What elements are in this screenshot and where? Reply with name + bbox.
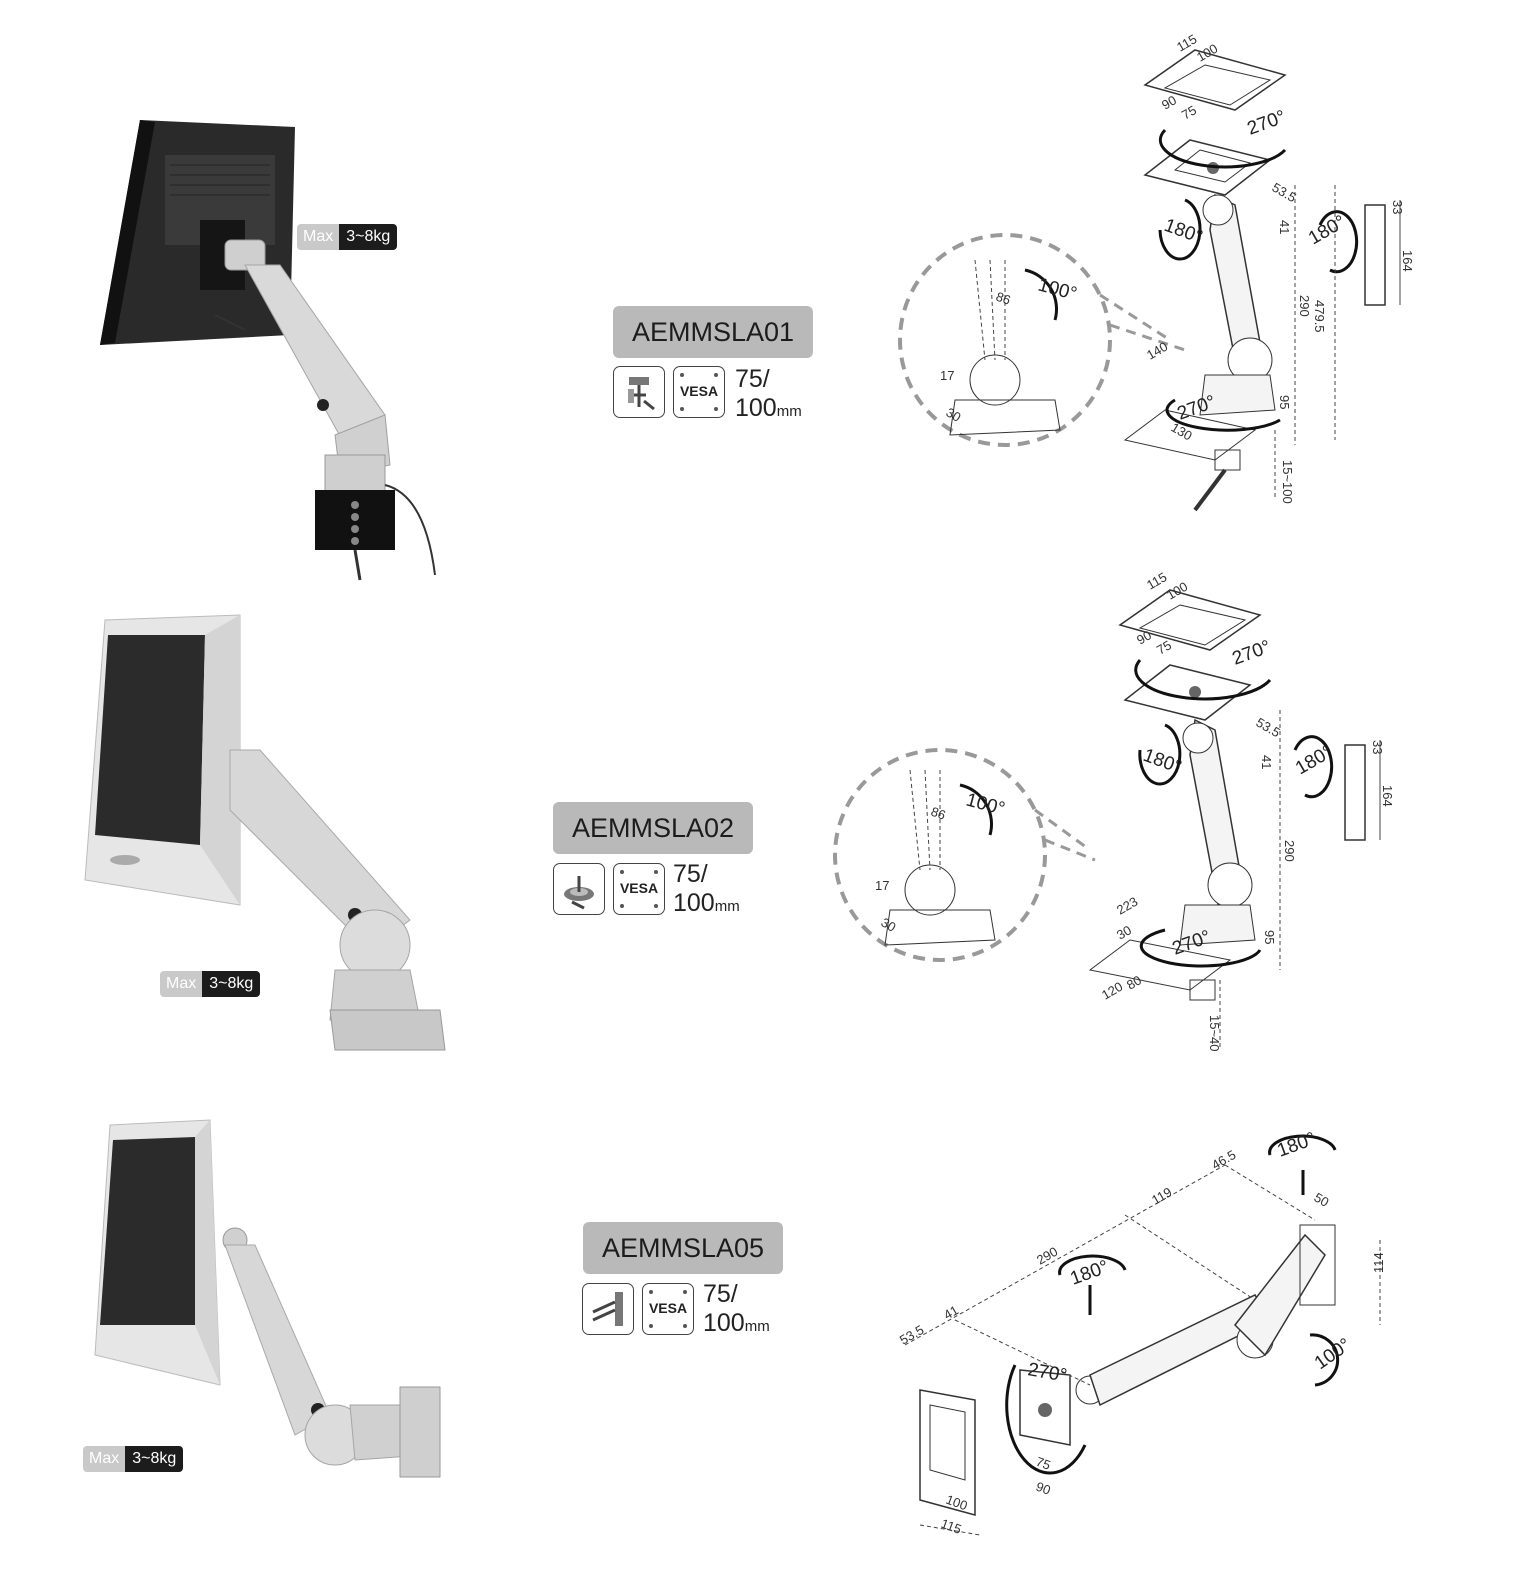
- load-range: 3~8kg: [125, 1446, 184, 1472]
- vesa-icon: VESA: [673, 366, 725, 418]
- dim-label: 30: [944, 405, 964, 425]
- dim-label: 290: [1034, 1244, 1060, 1268]
- technical-drawing-aemmsla05: 180° 180° 100° 270° 46.5 119 290 41 53.5…: [895, 1125, 1395, 1555]
- dim-label: 95: [1277, 395, 1292, 409]
- vesa-label: VESA: [648, 1300, 688, 1316]
- dim-label: 90: [1159, 92, 1179, 112]
- dim-label: 119: [1149, 1184, 1174, 1207]
- dim-label: 75: [1034, 1454, 1053, 1473]
- dim-label: 41: [941, 1302, 961, 1322]
- dim-label: 30: [879, 915, 899, 935]
- dim-label: 53.5: [897, 1322, 926, 1348]
- vesa-icon: VESA: [642, 1283, 694, 1335]
- dim-label: 33: [1370, 740, 1385, 754]
- vesa-label: VESA: [619, 880, 659, 896]
- vesa-icon: VESA: [613, 863, 665, 915]
- base-rotation-label: 270°: [1175, 392, 1219, 425]
- model-label-aemmsla02: AEMMSLA02: [553, 802, 753, 854]
- dim-label: 290: [1282, 840, 1297, 862]
- max-label: Max: [83, 1446, 126, 1472]
- vesa-sizes-2: 100: [673, 889, 715, 917]
- max-load-badge: Max 3~8kg: [160, 971, 261, 997]
- product-photo-aemmsla01: [85, 115, 455, 595]
- dim-label: 114: [1371, 1252, 1386, 1273]
- dim-label: 80: [1124, 972, 1144, 992]
- model-label-aemmsla01: AEMMSLA01: [613, 306, 813, 358]
- dim-label: 46.5: [1209, 1147, 1238, 1173]
- model-label-aemmsla05: AEMMSLA05: [583, 1222, 783, 1274]
- top-rotation-label: 180°: [1275, 1129, 1319, 1162]
- vesa-spec: 75/ 100mm: [673, 860, 740, 921]
- technical-drawing-aemmsla02: 270° 180° 180° 100° 270° 115 100 90 75 5…: [830, 569, 1410, 1060]
- main-rotation-label: 270°: [1230, 637, 1274, 670]
- dim-label: 15~100: [1280, 460, 1295, 504]
- max-label: Max: [160, 971, 203, 997]
- detail-angle-label: 100°: [964, 790, 1007, 820]
- max-load-badge: Max 3~8kg: [83, 1446, 184, 1472]
- unit: mm: [714, 898, 740, 915]
- product-photo-aemmsla05: [85, 1115, 455, 1495]
- product-photo-aemmsla02: [80, 610, 450, 1060]
- dim-label: 75: [1179, 102, 1199, 122]
- grommet-mount-icon: [553, 863, 605, 915]
- head-rotation-label: 270°: [1026, 1359, 1068, 1387]
- dim-label: 479.5: [1312, 300, 1327, 333]
- max-load-badge: Max 3~8kg: [297, 224, 398, 250]
- unit: mm: [744, 1318, 770, 1335]
- side-rotation-label: 180°: [1305, 211, 1350, 249]
- unit: mm: [776, 403, 802, 420]
- dim-label: 290: [1297, 295, 1312, 317]
- vesa-spec: 75/ 100mm: [703, 1280, 770, 1341]
- dim-label: 41: [1259, 755, 1274, 769]
- wall-mount-icon: [582, 1283, 634, 1335]
- dim-label: 33: [1390, 200, 1405, 214]
- dim-label: 50: [1312, 1190, 1332, 1210]
- desk-clamp-icon: [613, 366, 665, 418]
- dim-label: 75: [1154, 637, 1174, 657]
- dim-label: 86: [929, 804, 948, 823]
- vesa-sizes: 75/: [735, 365, 770, 393]
- base-rotation-label: 270°: [1170, 927, 1214, 960]
- mid-rotation-label: 180°: [1068, 1257, 1112, 1290]
- detail-angle-label: 100°: [1036, 275, 1079, 305]
- vesa-spec: 75/ 100mm: [735, 365, 802, 426]
- vesa-sizes: 75/: [673, 860, 708, 888]
- dim-label: 90: [1034, 1479, 1053, 1498]
- dim-label: 130: [1169, 420, 1195, 444]
- max-label: Max: [297, 224, 340, 250]
- dim-label: 90: [1134, 627, 1154, 647]
- dim-label: 86: [994, 289, 1013, 308]
- side-rotation-label: 100°: [1311, 1334, 1355, 1374]
- dim-label: 53.5: [1254, 715, 1283, 741]
- dim-label: 223: [1114, 894, 1140, 918]
- vesa-sizes: 75/: [703, 1280, 738, 1308]
- technical-drawing-aemmsla01: 270° 180° 180° 100° 270° 115 100 90 75 5…: [895, 30, 1435, 530]
- dim-label: 120: [1099, 979, 1125, 1003]
- dim-label: 41: [1277, 220, 1292, 234]
- dim-label: 17: [940, 368, 954, 383]
- dim-label: 15~40: [1207, 1015, 1222, 1052]
- vesa-sizes-2: 100: [735, 394, 777, 422]
- dim-label: 95: [1262, 930, 1277, 944]
- tilt-rotation-label: 180°: [1140, 745, 1184, 778]
- load-range: 3~8kg: [339, 224, 398, 250]
- dim-label: 164: [1400, 250, 1415, 272]
- load-range: 3~8kg: [202, 971, 261, 997]
- vesa-label: VESA: [679, 383, 719, 399]
- dim-label: 164: [1380, 785, 1395, 807]
- dim-label: 30: [1114, 922, 1134, 942]
- dim-label: 115: [939, 1516, 964, 1537]
- vesa-sizes-2: 100: [703, 1309, 745, 1337]
- dim-label: 100: [944, 1492, 970, 1514]
- dim-label: 17: [875, 878, 889, 893]
- main-rotation-label: 270°: [1245, 107, 1289, 140]
